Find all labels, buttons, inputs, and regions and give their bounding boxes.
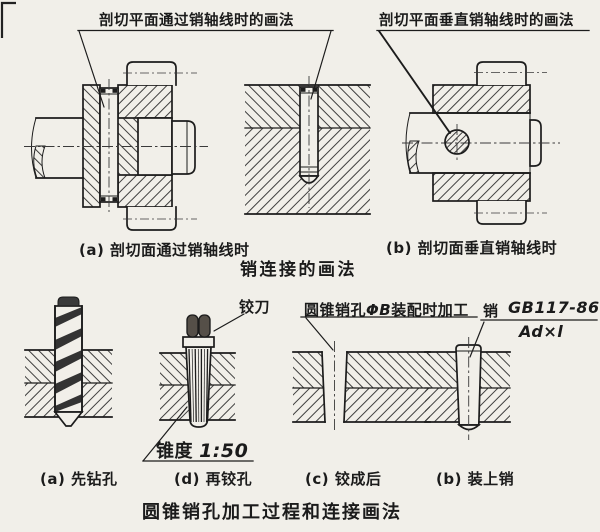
caption-after-reaming: (c) 铰成后 [305,470,382,488]
callout-taper-hole-prefix: 圆锥销孔 [304,301,367,319]
title-pin-connection: 销连接的画法 [240,260,357,280]
figure-reamed-hole [159,314,236,428]
figure-drilled-hole [24,296,113,427]
caption-figure-a-top: (a) 剖切面通过销轴线时 [79,241,250,259]
figure-pin-installed [424,337,511,440]
taper-ratio-value: 1:50 [199,440,249,462]
callout-section-through-axis: 剖切平面通过销轴线时的画法 [99,13,294,29]
scan-corner-mark [0,1,16,38]
callout-leader-lines [77,29,598,462]
callout-taper-hole-dim: ΦB [366,301,392,319]
figure-section-perpendicular-pin-axis [402,61,560,225]
caption-install-pin: (b) 装上销 [436,470,515,488]
figure-section-through-pin-axis [24,61,208,231]
callout-taper-ratio: 锥度 1:50 [156,437,248,463]
figure-pin-in-plates-section [244,76,371,215]
taper-pin [455,337,482,440]
callout-section-perpendicular: 剖切平面垂直销轴线时的画法 [379,13,574,29]
twist-drill [53,296,84,427]
pin-spec-prefix: 销 [483,302,499,320]
taper-ratio-prefix: 锥度 [156,441,193,462]
caption-figure-b-top: (b) 剖切面垂直销轴线时 [386,239,558,257]
caption-ream-next: (d) 再铰孔 [174,470,253,488]
taper-reamer [182,314,215,428]
callout-reamer: 铰刀 [239,298,271,316]
pin-spec-size: Ad×l [519,322,564,341]
pin-spec-standard: GB117-86 [508,298,600,317]
figure-tapered-hole [292,341,431,432]
caption-drill-first: (a) 先钻孔 [40,470,118,488]
callout-taper-hole-suffix: 装配时加工 [391,301,469,319]
callout-taper-hole: 圆锥销孔ΦB装配时加工 [304,299,469,320]
title-taper-pin-process: 圆锥销孔加工过程和连接画法 [142,502,402,523]
